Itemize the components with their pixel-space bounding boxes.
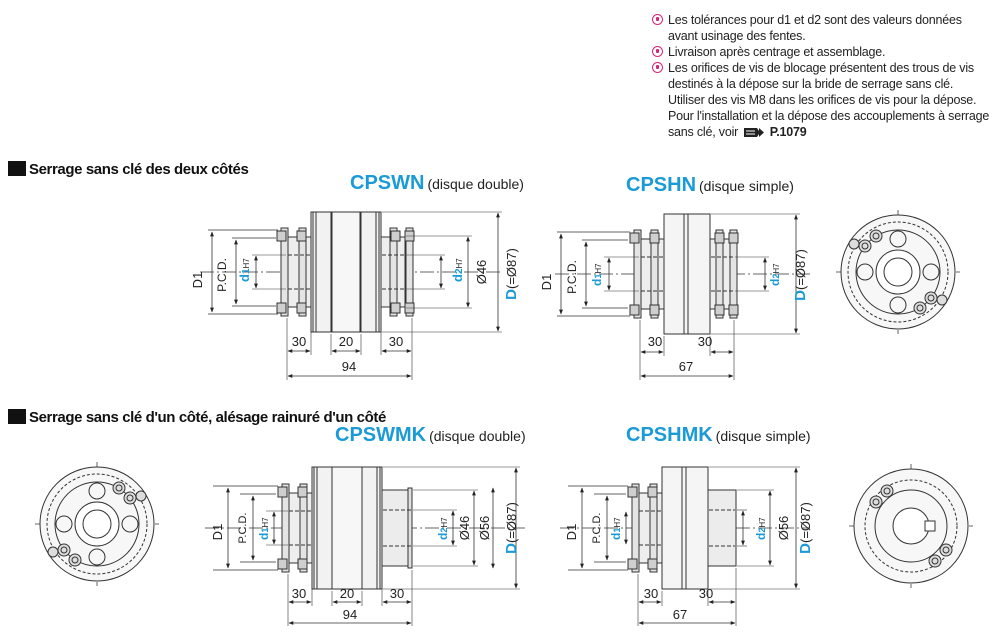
section-title-text: Serrage sans clé des deux côtés <box>29 161 249 178</box>
install-text: Pour l'installation et la dépose des acc… <box>668 109 990 139</box>
note-item: Livraison après centrage et assemblage. <box>652 44 992 60</box>
dim-bore-d1: d1H7 <box>609 517 623 540</box>
dim-d1-outer: D1 <box>210 524 225 541</box>
info-bullet-icon <box>652 62 663 73</box>
note-text: Livraison après centrage et assemblage. <box>668 45 886 59</box>
dims-cpswmk: D1 P.C.D. d1H7 d2H7 Ø46 Ø56 D(=Ø87) 30 2… <box>210 502 520 622</box>
dim-total-length: 67 <box>673 607 687 622</box>
note-text: Les tolérances pour d1 et d2 sont des va… <box>668 13 962 43</box>
dim-length: 30 <box>698 334 712 349</box>
dims-cpshmk: D1 P.C.D. d1H7 d2H7 Ø56 D(=Ø87) 30 30 67 <box>564 502 814 622</box>
dim-length: 20 <box>340 586 354 601</box>
drawing-cpswn <box>200 211 502 380</box>
dim-outer-dia: D(=Ø87) <box>792 249 809 301</box>
model-desc: (disque double) <box>429 428 526 444</box>
dim-hub-dia: Ø46 <box>474 260 489 285</box>
dims-cpshn: D1 P.C.D. d1H7 d2H7 D(=Ø87) 30 30 67 <box>539 249 809 374</box>
dim-length: 30 <box>699 586 713 601</box>
dim-bore-d2: d2H7 <box>754 517 768 540</box>
section-marker-icon <box>8 409 26 424</box>
model-code: CPSWMK <box>335 424 427 446</box>
dim-d1-outer: D1 <box>190 272 205 289</box>
dim-keyed-hub-dia: Ø56 <box>477 516 492 541</box>
section-title-text: Serrage sans clé d'un côté, alésage rain… <box>29 409 386 426</box>
dim-pcd: P.C.D. <box>215 258 229 292</box>
dim-d1-outer: D1 <box>539 274 554 291</box>
front-view-keyed <box>849 464 973 588</box>
page-reference-link[interactable]: P.1079 <box>769 125 807 139</box>
dim-bore-d1: d1H7 <box>237 258 252 282</box>
section-title-top: Serrage sans clé des deux côtés <box>8 161 249 178</box>
section-marker-icon <box>8 161 26 176</box>
dim-outer-dia: D(=Ø87) <box>503 502 520 554</box>
drawing-cpswmk <box>205 466 525 626</box>
note-item: Les tolérances pour d1 et d2 sont des va… <box>652 12 992 44</box>
page-reference-icon <box>744 128 765 137</box>
front-view-keyless-bottom <box>35 462 159 586</box>
model-title-cpshmk: CPSHMK(disque simple) <box>626 424 811 447</box>
dim-total-length: 94 <box>343 607 357 622</box>
info-bullet-icon <box>652 14 663 25</box>
note-item: Les orifices de vis de blocage présenten… <box>652 60 992 108</box>
dim-pcd: P.C.D. <box>237 513 249 544</box>
notes-block: Les tolérances pour d1 et d2 sont des va… <box>652 12 992 140</box>
dim-length: 30 <box>648 334 662 349</box>
dim-length: 30 <box>389 334 403 349</box>
dim-bore-d2: d2H7 <box>450 258 465 282</box>
dim-d1-outer: D1 <box>564 524 579 541</box>
dim-outer-dia: D(=Ø87) <box>503 248 520 300</box>
model-code: CPSWN <box>350 172 425 194</box>
drawing-cpshn <box>555 213 810 380</box>
model-code: CPSHMK <box>626 424 713 446</box>
dim-bore-d2: d2H7 <box>768 263 782 286</box>
note-text: Les orifices de vis de blocage présenten… <box>668 61 977 107</box>
dim-keyed-hub-dia: Ø56 <box>776 516 791 541</box>
dim-pcd: P.C.D. <box>565 260 579 294</box>
model-title-cpswn: CPSWN(disque double) <box>350 172 524 195</box>
dim-length: 30 <box>292 334 306 349</box>
dim-bore-d2: d2H7 <box>436 517 450 540</box>
dim-length: 30 <box>644 586 658 601</box>
install-note: Pour l'installation et la dépose des acc… <box>652 108 992 140</box>
dim-total-length: 94 <box>342 359 356 374</box>
dim-length: 30 <box>390 586 404 601</box>
dim-length: 30 <box>292 586 306 601</box>
dim-hub-dia: Ø46 <box>457 516 472 541</box>
dim-total-length: 67 <box>679 359 693 374</box>
info-bullet-icon <box>652 46 663 57</box>
model-desc: (disque simple) <box>699 178 794 194</box>
dim-bore-d1: d1H7 <box>257 517 271 540</box>
front-view-keyless <box>836 210 960 334</box>
dims-cpswn: D1 P.C.D. d1H7 d2H7 Ø46 D(=Ø87) 30 20 30… <box>190 248 520 374</box>
dim-bore-d1: d1H7 <box>590 263 604 286</box>
model-title-cpswmk: CPSWMK(disque double) <box>335 424 526 447</box>
dim-outer-dia: D(=Ø87) <box>797 502 814 554</box>
model-title-cpshn: CPSHN(disque simple) <box>626 174 794 197</box>
model-desc: (disque double) <box>427 176 524 192</box>
dim-pcd: P.C.D. <box>591 513 603 544</box>
section-title-bottom: Serrage sans clé d'un côté, alésage rain… <box>8 409 386 426</box>
model-desc: (disque simple) <box>715 428 811 444</box>
model-code: CPSHN <box>626 174 697 196</box>
dim-length: 20 <box>339 334 353 349</box>
drawing-cpshmk <box>560 466 810 626</box>
